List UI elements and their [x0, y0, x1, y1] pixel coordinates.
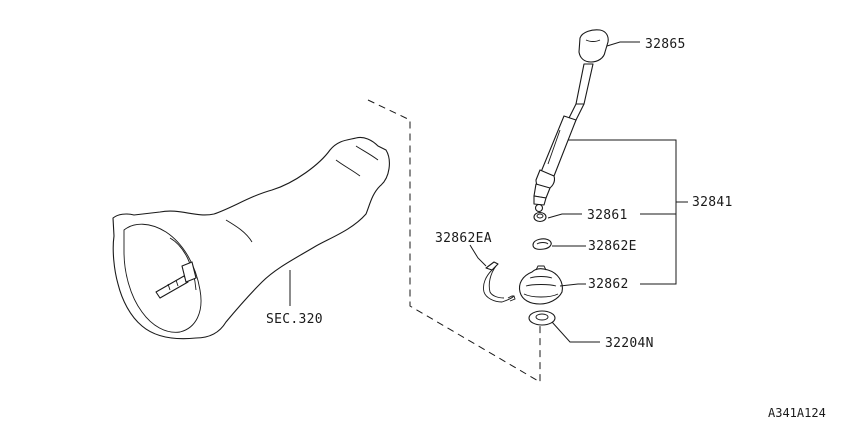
output-shaft: [155, 261, 197, 299]
drawing-id: A341A124: [768, 406, 826, 420]
shift-lever: [533, 63, 594, 213]
leader-lines: [469, 139, 688, 343]
section-ref-label: SEC.320: [266, 312, 323, 327]
boot-clip: [483, 261, 516, 303]
label-knob: 32865: [645, 37, 686, 52]
snap-ring-e: [532, 238, 552, 250]
label-seal-ring: 32204N: [605, 336, 654, 351]
transmission-case: [112, 136, 390, 340]
label-bushing: 32861: [587, 208, 628, 223]
label-lever-assembly: 32841: [692, 195, 733, 210]
label-boot-clip: 32862EA: [435, 231, 492, 246]
label-snap-ring-e: 32862E: [588, 239, 637, 254]
bushing: [533, 211, 547, 223]
mounting-position-outline: [367, 99, 541, 383]
label-boot: 32862: [588, 277, 629, 292]
shift-knob: [578, 29, 609, 63]
boot: [518, 265, 563, 305]
seal-ring: [528, 310, 556, 326]
